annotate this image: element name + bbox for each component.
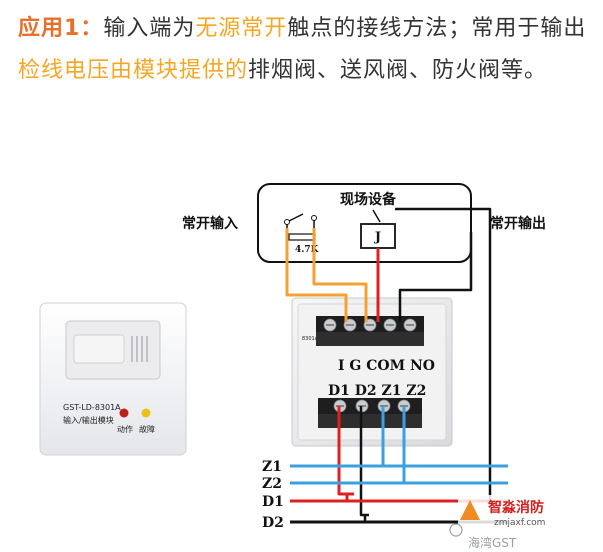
wire-no-out <box>398 232 473 322</box>
intro-part2: 触点的接线方法；常用于输出 <box>287 16 587 41</box>
no-output-label: 常开输出 <box>490 215 546 232</box>
board-tag: 8301A <box>302 336 319 342</box>
watermark-brand: 智淼消防 <box>487 499 544 516</box>
brand-logo-icon <box>460 500 480 520</box>
watermark-account: 海湾GST <box>468 535 517 550</box>
watermark-site: zmjaxf.com <box>494 518 545 528</box>
terminal-board: 8301A I G COM NO D1 D2 Z1 Z2 <box>291 297 453 447</box>
intro-part1: 输入端为 <box>103 16 196 41</box>
intro-part3: 排烟阀、送风阀、防火阀等。 <box>248 58 548 83</box>
intro-label: 应用1： <box>18 16 104 41</box>
bus-label-d1: D1 <box>262 494 284 510</box>
bus-label-d2: D2 <box>262 515 284 531</box>
module-photo: GST-LD-8301A 输入/输出模块 动作 故障 <box>39 302 187 456</box>
action-led <box>119 408 129 418</box>
no-input-label: 常开输入 <box>182 215 238 232</box>
led-fault-label: 故障 <box>139 424 155 434</box>
wire-d2 <box>359 406 369 517</box>
terminals-bottom-label: D1 D2 Z1 Z2 <box>328 383 426 399</box>
bus-label-z1: Z1 <box>262 459 282 475</box>
field-device-box <box>257 183 472 263</box>
wire-g <box>312 228 368 322</box>
wechat-icon <box>449 523 463 537</box>
watermark: 智淼消防 zmjaxf.com 海湾GST <box>449 495 600 550</box>
bus-label-z2: Z2 <box>262 476 282 492</box>
relay-box <box>360 223 396 249</box>
intro-text: 应用1：输入端为无源常开触点的接线方法；常用于输出检线电压由模块提供的排烟阀、送… <box>18 8 588 92</box>
intro-highlight-2: 检线电压由模块提供的 <box>18 58 249 83</box>
field-device-label: 现场设备 <box>340 191 397 208</box>
wire-i <box>285 228 348 322</box>
module-name: 输入/输出模块 <box>63 415 114 425</box>
relay-label: J <box>374 230 381 245</box>
led-action-label: 动作 <box>117 424 133 434</box>
fault-led <box>141 408 151 418</box>
resistor-icon <box>288 233 316 241</box>
intro-highlight-1: 无源常开 <box>195 16 288 41</box>
resistor-label: 4.7K <box>295 245 320 255</box>
wire-d1 <box>337 406 354 496</box>
module-model: GST-LD-8301A <box>63 403 121 412</box>
wire-relay <box>395 207 492 500</box>
terminals-top-label: I G COM NO <box>338 358 435 374</box>
